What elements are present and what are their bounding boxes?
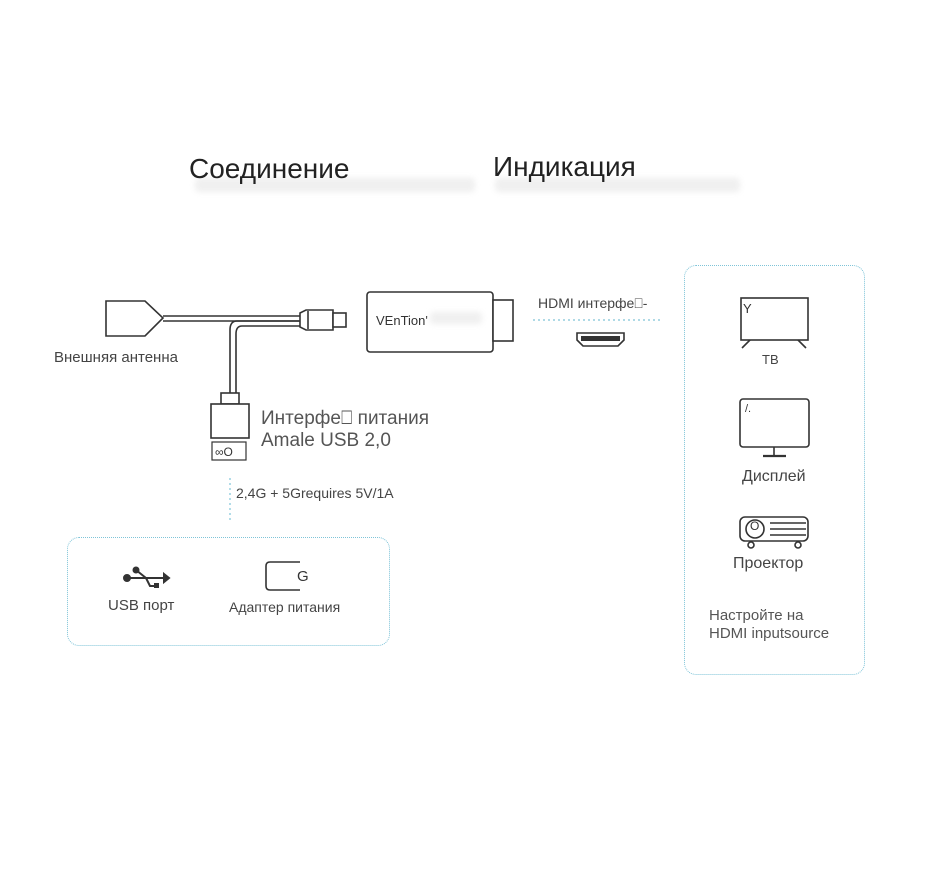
power-source-box (67, 537, 390, 646)
power-adapter-icon (265, 561, 300, 591)
device-hdmi-plug (492, 299, 514, 342)
antenna-connector-icon (105, 300, 165, 337)
hdmi-interface-label: HDMI интерфе⎕- (538, 295, 648, 311)
device-brand-label: VEnTion' (376, 313, 428, 328)
projector-mark: O (750, 519, 760, 533)
device-plug-icon (299, 309, 334, 331)
hdmi-setup-line2: HDMI inputsource (709, 625, 830, 642)
title-indication: Индикация (493, 151, 636, 182)
display-mark: /. (745, 403, 752, 415)
display-label: Дисплей (742, 468, 806, 485)
projector-label: Проектор (733, 555, 804, 572)
title-connection: Соединение (189, 153, 350, 184)
usb-icon (123, 566, 171, 588)
tv-mark: Y (743, 301, 752, 316)
title-shadow-left (195, 178, 475, 192)
usb-plug-mark: ∞O (215, 445, 233, 459)
adapter-mark: G (297, 568, 309, 585)
power-spec-label: 2,4G + 5Grequires 5V/1A (236, 485, 394, 501)
device-brand-shadow (430, 312, 482, 324)
usb-port-label: USB порт (108, 597, 175, 614)
usb-plug-icon (220, 392, 240, 405)
projector-icon (739, 516, 809, 549)
power-adapter-label: Адаптер питания (229, 599, 341, 615)
power-interface-line1: Интерфе⎕ питания (261, 408, 430, 429)
power-interface-line2: Amale USB 2,0 (261, 430, 391, 451)
tv-label: ТВ (762, 352, 779, 367)
tv-icon (740, 297, 809, 349)
display-icon (739, 398, 810, 458)
display-devices-box (684, 265, 865, 675)
hdmi-setup-line1: Настройте на (709, 607, 804, 624)
title-shadow-right (495, 178, 740, 192)
antenna-label: Внешняя антенна (54, 349, 178, 366)
